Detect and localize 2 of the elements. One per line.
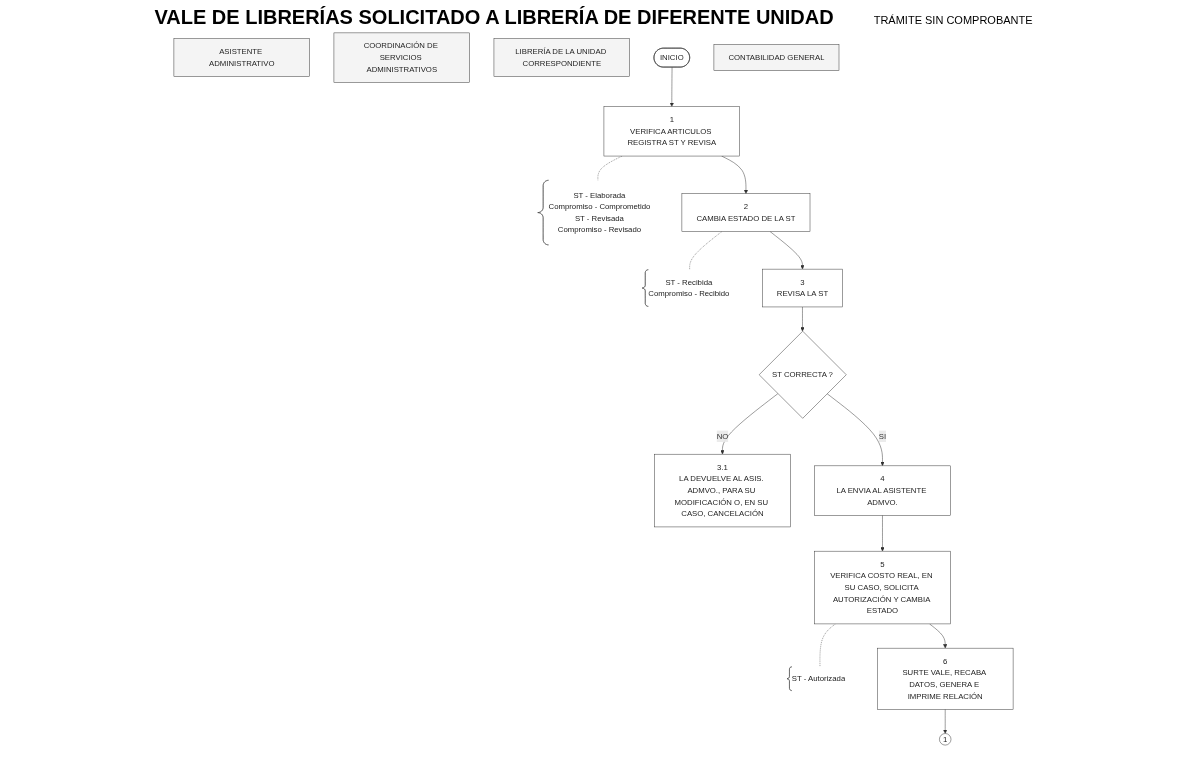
note-text: TRÁMITE SIN COMPROBANTE (873, 14, 1033, 26)
diagram-title: VALE DE LIBRERÍAS SOLICITADO A LIBRERÍA DE DIFERENTE UNIDAD (154, 6, 834, 29)
